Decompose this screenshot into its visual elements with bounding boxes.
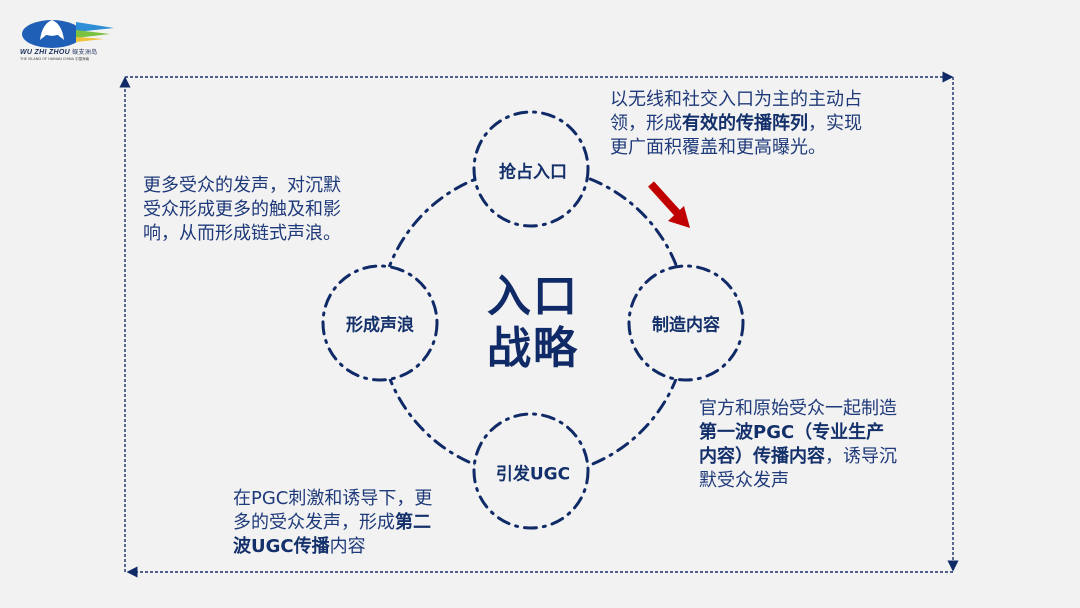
- logo-cloud-icon: [22, 20, 114, 48]
- red-arrow-icon: [648, 181, 690, 228]
- center-title-line2: 战略: [487, 323, 579, 374]
- node-label-left: 形成声浪: [346, 315, 414, 336]
- note-top-right: 以无线和社交入口为主的主动占 领，形成有效的传播阵列，实现 更广面积覆盖和更高曝…: [610, 89, 862, 158]
- node-label-right: 制造内容: [652, 315, 720, 336]
- center-title-line1: 入口: [487, 271, 579, 322]
- logo-name: WU ZHI ZHOU 蜈支洲岛: [20, 49, 98, 56]
- center-title: 入口 战略: [487, 271, 579, 375]
- node-circles: [321, 110, 745, 530]
- node-circle-top: [472, 110, 590, 228]
- node-label-bottom: 引发UGC: [495, 464, 571, 485]
- note-bottom-left: 在PGC刺激和诱导下，更 多的受众发声，形成第二 波UGC传播内容: [233, 488, 433, 557]
- node-label-top: 抢占入口: [499, 162, 567, 183]
- node-circle-bottom: [472, 412, 590, 530]
- note-bottom-right: 官方和原始受众一起制造 第一波PGC（专业生产 内容）传播内容，诱导沉 默受众发…: [699, 398, 897, 491]
- logo-tagline: THE ISLAND OF HAINAN CHINA 中国海南: [20, 57, 90, 61]
- note-top-left: 更多受众的发声，对沉默 受众形成更多的触及和影 响，从而形成链式声浪。: [143, 175, 341, 244]
- node-circle-right: [627, 264, 745, 382]
- outer-frame: [119, 71, 959, 578]
- node-circle-left: [321, 264, 439, 382]
